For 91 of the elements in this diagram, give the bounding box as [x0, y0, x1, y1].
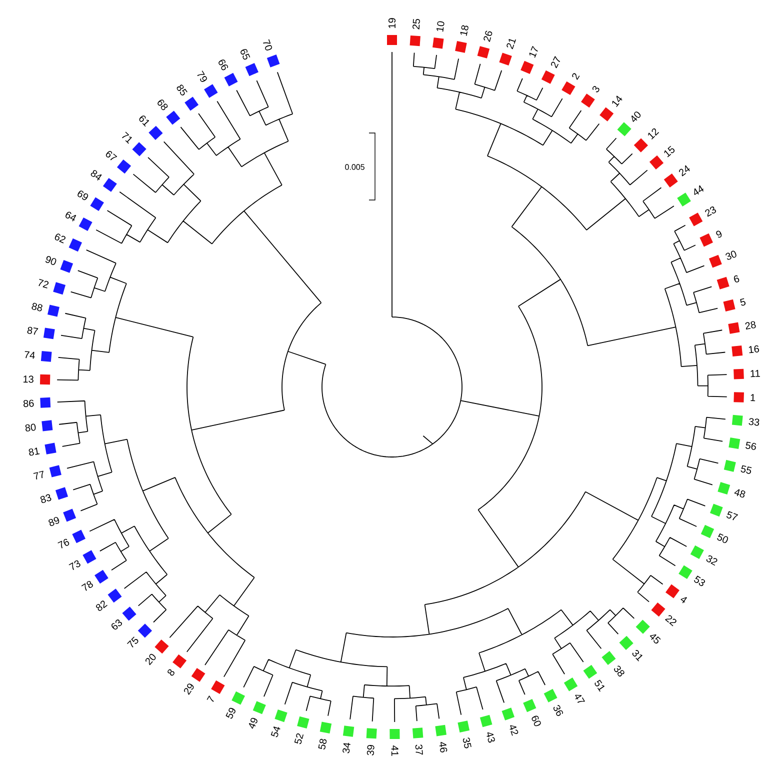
leaf-label: 49 — [248, 718, 258, 729]
leaf-label: 76 — [58, 538, 70, 548]
leaf-label: 24 — [679, 165, 690, 176]
leaf-label: 77 — [33, 470, 44, 480]
leaf-label: 26 — [484, 30, 492, 42]
leaf-label: 27 — [551, 56, 560, 68]
leaf-label: 43 — [486, 732, 495, 743]
leaf-label: 53 — [694, 576, 706, 586]
leaf-label: 2 — [572, 73, 580, 80]
leaf-label: 46 — [439, 742, 448, 752]
leaf-label: 45 — [650, 634, 661, 644]
leaf-label: 72 — [38, 278, 49, 288]
leaf-label: 28 — [745, 321, 756, 330]
leaf-label: 35 — [462, 738, 472, 748]
leaf-label: 14 — [612, 96, 622, 108]
leaf-label: 21 — [506, 38, 516, 50]
leaf-label: 78 — [81, 580, 93, 591]
leaf-label: 86 — [24, 400, 34, 408]
scale-label: 0.005 — [345, 164, 364, 170]
leaf-label: 42 — [510, 725, 518, 736]
leaf-label: 50 — [717, 533, 728, 544]
leaf-label: 3 — [592, 86, 600, 92]
leaf-label: 36 — [553, 705, 563, 716]
leaf-label: 19 — [388, 18, 396, 28]
leaf-label: 41 — [391, 745, 398, 756]
leaf-label: 33 — [748, 418, 760, 426]
leaf-label: 80 — [25, 424, 36, 432]
leaf-label: 55 — [740, 465, 752, 474]
leaf-label: 81 — [28, 448, 40, 456]
leaf-label: 73 — [68, 560, 80, 570]
leaf-label: 32 — [706, 555, 718, 566]
leaf-label: 40 — [632, 112, 641, 122]
leaf-label: 66 — [218, 60, 228, 70]
leaf-label: 69 — [78, 190, 88, 200]
leaf-label: 9 — [716, 230, 722, 238]
leaf-label: 37 — [415, 744, 423, 755]
leaf-label: 52 — [294, 733, 304, 744]
leaf-label: 25 — [412, 19, 420, 30]
leaf-label: 57 — [726, 511, 738, 520]
leaf-label: 61 — [139, 116, 150, 127]
leaf-label: 64 — [66, 212, 76, 222]
leaf-label: 44 — [694, 185, 704, 195]
leaf-label: 79 — [197, 70, 207, 82]
leaf-label: 54 — [270, 726, 280, 738]
leaf-label: 82 — [96, 600, 108, 611]
leaf-label: 84 — [90, 170, 102, 180]
leaf-label: 10 — [436, 21, 444, 32]
leaf-label: 87 — [27, 326, 38, 335]
leaf-label: 75 — [126, 636, 138, 648]
leaf-label: 31 — [632, 650, 642, 662]
leaf-label: 56 — [746, 442, 756, 450]
leaf-label: 68 — [158, 100, 168, 110]
leaf-label: 5 — [740, 298, 746, 306]
leaf-label: 23 — [705, 206, 716, 217]
leaf-label: 51 — [594, 680, 605, 692]
leaf-label: 13 — [23, 376, 34, 383]
leaf-label: 18 — [460, 25, 468, 36]
leaf-label: 60 — [532, 716, 541, 726]
leaf-label: 4 — [680, 597, 688, 604]
leaf-label: 17 — [529, 46, 538, 58]
leaf-label: 63 — [112, 619, 122, 630]
leaf-label: 83 — [40, 494, 52, 503]
leaf-label: 16 — [748, 345, 760, 354]
leaf-label: 58 — [318, 738, 327, 750]
leaf-label: 29 — [184, 684, 194, 695]
leaf-label: 20 — [145, 654, 156, 666]
leaf-label: 30 — [726, 250, 736, 260]
leaf-label: 6 — [734, 275, 740, 282]
leaf-label: 74 — [24, 351, 35, 359]
leaf-label: 48 — [734, 489, 746, 498]
leaf-label: 59 — [226, 708, 236, 719]
leaf-label: 62 — [54, 234, 66, 244]
leaf-label: 11 — [750, 370, 760, 378]
leaf-label: 12 — [648, 128, 660, 140]
leaf-label: 34 — [342, 742, 350, 754]
leaf-label: 65 — [240, 49, 250, 60]
leaf-label: 67 — [106, 151, 118, 160]
leaf-label: 8 — [168, 669, 174, 676]
leaf-label: 7 — [206, 696, 214, 702]
leaf-label: 85 — [176, 84, 188, 96]
leaf-label: 15 — [664, 146, 675, 158]
leaf-label: 88 — [32, 302, 42, 312]
leaf-label: 38 — [614, 666, 624, 676]
leaf-label: 47 — [575, 694, 585, 703]
leaf-label: 70 — [263, 39, 272, 50]
leaf-label: 71 — [122, 132, 132, 144]
leaf-label: 1 — [750, 394, 756, 402]
leaf-label: 89 — [48, 516, 60, 526]
leaf-label: 90 — [46, 256, 56, 266]
leaf-label: 39 — [366, 745, 374, 756]
leaf-label: 22 — [665, 615, 676, 626]
